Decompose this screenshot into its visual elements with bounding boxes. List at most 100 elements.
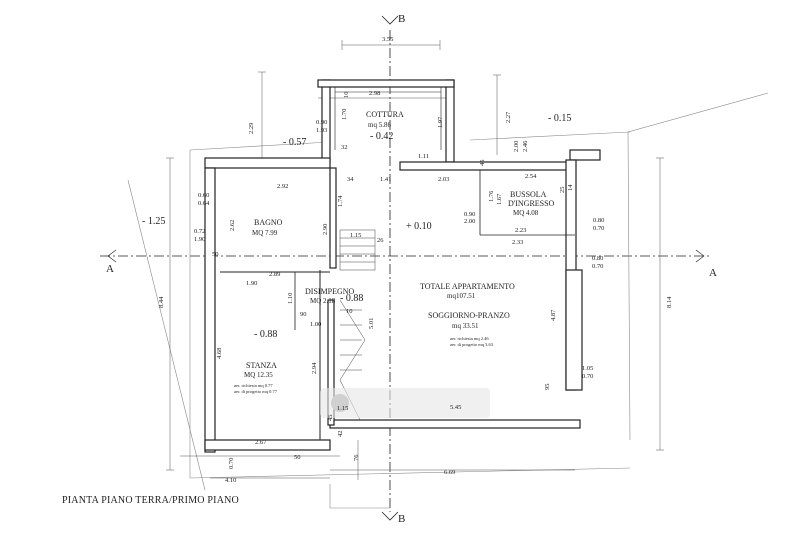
dim-167: 1.67 [496, 193, 503, 205]
dim-080b: 0.80 [592, 255, 603, 262]
section-a-right: A [709, 267, 717, 279]
level-stanza: - 0.88 [254, 329, 277, 340]
dim-070d: 0.70 [228, 458, 235, 469]
dim-26: 26 [377, 237, 384, 244]
dim-410: 4.10 [225, 477, 236, 484]
room-soggiorno-name: SOGGIORNO-PRANZO [428, 311, 510, 320]
dim-254: 2.54 [525, 173, 537, 180]
room-bussola-name2: D'INGRESSO [508, 199, 555, 208]
walls [204, 79, 601, 453]
dim-170: 1.70 [341, 109, 348, 120]
dim-203: 2.03 [438, 176, 449, 183]
dim-070b: 0.70 [592, 263, 603, 270]
dim-487: 4.87 [550, 309, 557, 321]
room-cottura-area: mq 5.86 [368, 121, 391, 129]
dim-190b: 1.90 [246, 280, 257, 287]
plan-caption: PIANTA PIANO TERRA/PRIMO PIANO [62, 495, 239, 506]
dim-197: 1.97 [437, 116, 444, 128]
dim-501: 5.01 [368, 318, 375, 329]
dim-233: 2.33 [512, 239, 523, 246]
room-soggiorno-note1: aer. richiesta mq 2.46 [450, 336, 489, 341]
dim-262: 2.62 [229, 220, 236, 231]
room-soggiorno-area: mq 33.51 [452, 322, 479, 330]
watermark-logo [320, 388, 490, 418]
level-markers: - 0.42 - 0.57 - 0.15 - 1.25 + 0.10 - 0.8… [142, 113, 571, 340]
dim-193: 1.93 [316, 127, 327, 134]
dim-060: 0.60 [198, 192, 209, 199]
dim-064: 0.64 [198, 200, 210, 207]
room-stanza-area: MQ 12.35 [244, 371, 273, 379]
room-disimpegno-name: DISIMPEGNO [305, 287, 355, 296]
dim-50: 50 [212, 251, 219, 258]
room-labels: COTTURA mq 5.86 BAGNO MQ 7.99 BUSSOLA D'… [234, 110, 555, 394]
level-center: + 0.10 [406, 221, 432, 232]
dim-090b: 0.90 [464, 211, 475, 218]
dim-105: 1.05 [582, 365, 593, 372]
section-markers: B B A A [106, 13, 717, 525]
room-bussola-name: BUSSOLA [510, 190, 547, 199]
boundary-lines [127, 92, 769, 509]
room-bagno-name: BAGNO [254, 218, 283, 227]
dim-45b: 45 [327, 415, 334, 422]
level-west: - 1.25 [142, 216, 165, 227]
dim-190: 1.90 [194, 236, 205, 243]
dim-115: 1.15 [350, 232, 361, 239]
level-left-top: - 0.57 [283, 137, 306, 148]
room-stanza-note2: aer. di progetto mq 0.77 [234, 389, 278, 394]
section-lines [100, 15, 712, 521]
level-right-top: - 0.15 [548, 113, 571, 124]
dim-223: 2.23 [515, 227, 526, 234]
dim-246: 2.46 [522, 140, 529, 152]
dim-cottura-width: 2.98 [369, 90, 380, 97]
level-disimpegno: - 0.88 [340, 293, 363, 304]
dimension-labels: 3.55 2.98 2.29 2.27 10 1.70 0.90 1.93 1.… [158, 36, 673, 484]
room-stanza-note1: aer. richiesta mq 0.77 [234, 383, 273, 388]
dim-141: 1.41 [380, 176, 391, 183]
total-apartment-area: mq107.51 [447, 292, 476, 300]
dim-95: 95 [544, 384, 551, 391]
dim-267: 2.67 [255, 439, 267, 446]
dim-76: 76 [353, 454, 360, 461]
dim-294: 2.94 [311, 362, 318, 374]
dim-227: 2.27 [505, 111, 512, 123]
dim-669: 6.69 [444, 469, 455, 476]
dim-50b: 50 [294, 454, 301, 461]
dim-25: 25 [559, 187, 566, 194]
dim-10: 10 [343, 92, 350, 99]
dim-32: 32 [341, 144, 348, 151]
dim-111: 1.11 [418, 153, 429, 160]
dim-14: 14 [567, 184, 574, 191]
dim-42: 42 [337, 431, 344, 438]
room-cottura-name: COTTURA [366, 110, 404, 119]
dimension-lines [166, 40, 664, 480]
dim-072: 0.72 [194, 228, 205, 235]
room-bussola-area: MQ 4.08 [513, 209, 539, 217]
dim-814: 8.14 [666, 296, 673, 308]
room-bagno-area: MQ 7.99 [252, 229, 278, 237]
room-disimpegno-area: MQ 2.18 [310, 297, 336, 305]
dim-080: 0.80 [593, 217, 604, 224]
dim-290: 2.90 [322, 224, 329, 235]
dim-45: 45 [479, 160, 486, 167]
dim-468: 4.68 [216, 348, 223, 359]
dim-top-width: 3.55 [382, 36, 393, 43]
dim-545: 5.45 [450, 404, 461, 411]
dim-100: 1.00 [310, 321, 321, 328]
dim-289: 2.89 [269, 271, 280, 278]
dim-200b: 2.00 [464, 218, 475, 225]
dim-34: 34 [347, 176, 354, 183]
level-kitchen: - 0.42 [370, 131, 393, 142]
dim-844: 8.44 [158, 296, 165, 308]
dim-176: 1.76 [488, 190, 495, 202]
section-b-top: B [398, 13, 405, 25]
room-stanza-name: STANZA [246, 361, 277, 370]
section-b-bottom: B [398, 513, 405, 525]
dim-200: 2.00 [513, 141, 520, 152]
dim-090: 0.90 [316, 119, 327, 126]
dim-174: 1.74 [337, 195, 344, 207]
room-soggiorno-note2: aer. di progetto mq 3.63 [450, 342, 494, 347]
dim-90: 90 [300, 311, 307, 318]
dim-110: 1.10 [287, 293, 294, 304]
dim-115b: 1.15 [337, 405, 348, 412]
